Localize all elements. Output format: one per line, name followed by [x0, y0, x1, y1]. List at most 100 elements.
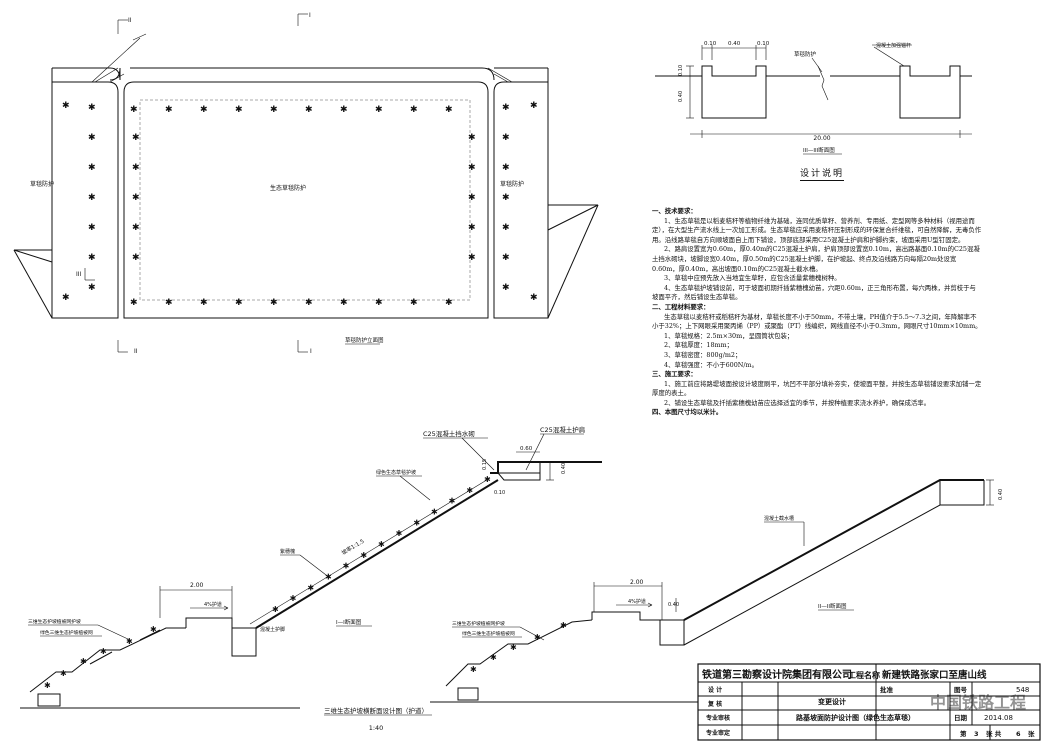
tb-project: 新建铁路张家口至唐山线 — [882, 669, 987, 681]
tb-project-label: 工程名称 — [848, 670, 880, 680]
plan-edge-flares — [13, 204, 599, 263]
note-line: 3、草毯中应预先放入当地宜生草籽，应包含适量紫穗槐树种。 — [664, 274, 841, 283]
tb-drawing-no-label: 图号 — [954, 685, 968, 694]
tb-date: 2014.08 — [984, 714, 1013, 722]
plant-symbol: ✱ — [80, 657, 87, 666]
plan-center-panel — [123, 81, 489, 319]
dim-top-a: 0.10 — [704, 41, 717, 47]
sec1-berm-slope: 4%护道 — [204, 601, 222, 608]
plant-symbol: ✱ — [88, 133, 96, 143]
plan-outline-top — [52, 67, 548, 81]
plant-symbol: ✱ — [88, 163, 96, 173]
sec2-trough-label: 混凝土截水槽 — [764, 515, 794, 522]
plant-symbol: ✱ — [270, 298, 278, 308]
slope-plant-symbols: ✱✱✱✱✱✱✱✱✱✱✱✱✱✱✱✱✱✱✱✱✱✱✱✱ — [44, 475, 567, 690]
note-line: 2、铺设生态草毯及扦插紫穗槐幼苗应选择适宜的季节，并按种植要求浇水养护，确保成活… — [664, 398, 931, 407]
section-marker-ii-bottom: II — [117, 340, 138, 355]
sec2-caption: II—II断面图 — [818, 602, 847, 610]
tb-row-check: 复 核 — [707, 700, 722, 708]
plant-symbol: ✱ — [468, 253, 476, 263]
marker-label: I — [310, 348, 312, 355]
plant-symbol: ✱ — [200, 105, 208, 115]
title-block: 铁道第三勘察设计院集团有限公司 工程名称 新建铁路张家口至唐山线 设 计 复 核… — [697, 663, 1041, 741]
plant-symbols: ✱✱✱✱✱✱✱✱✱✱✱✱✱✱✱✱✱✱✱✱✱✱✱✱✱✱✱✱✱✱✱✱✱✱✱✱✱✱✱✱… — [62, 101, 538, 308]
tb-sheet-prefix: 第 — [960, 729, 967, 738]
plant-symbol: ✱ — [470, 665, 477, 674]
tb-row-design: 设 计 — [708, 686, 722, 694]
plant-symbol: ✱ — [88, 253, 96, 263]
tb-approve: 批准 — [880, 685, 894, 694]
sec2-dim-040: 0.40 — [668, 602, 679, 608]
plant-symbol: ✱ — [466, 486, 473, 495]
dim-top-b: 0.40 — [728, 41, 741, 47]
sec1-dim-015: 0.15 — [482, 459, 488, 470]
plant-symbol: ✱ — [502, 253, 510, 263]
plant-symbol: ✱ — [445, 298, 453, 308]
tb-sheet-mid: 张 共 — [986, 729, 1002, 738]
plant-symbol: ✱ — [375, 105, 383, 115]
plant-symbol: ✱ — [375, 298, 383, 308]
note-line: 2、草毯厚度：18mm； — [664, 341, 734, 350]
sec2-berm-slope: 4%护道 — [628, 598, 646, 605]
sec2-label-a: 三维生态护坡植被网护坡 — [452, 620, 505, 627]
tb-company: 铁道第三勘察设计院集团有限公司 — [702, 668, 852, 681]
tb-sheet-no: 3 — [974, 730, 979, 738]
sec1-c25-shoulder: C25混凝土护肩 — [540, 425, 585, 434]
plant-symbol: ✱ — [62, 101, 70, 111]
tb-date-label: 日期 — [954, 713, 968, 722]
plant-symbol: ✱ — [126, 637, 133, 646]
plant-symbol: ✱ — [88, 283, 96, 293]
bottom-title: 三维生态护坡横断面设计图（护道） — [324, 706, 428, 715]
plant-symbol: ✱ — [235, 105, 243, 115]
watermark: 中国铁路工程 — [930, 693, 1026, 712]
plan-center-label: 生态草毯防护 — [270, 184, 306, 192]
plant-symbol: ✱ — [502, 283, 510, 293]
detail-concrete-label: 混凝土加强锚杆 — [876, 42, 911, 49]
plant-symbol: ✱ — [325, 573, 332, 582]
dim-top-c: 0.10 — [757, 41, 770, 47]
plant-symbol: ✱ — [560, 621, 567, 630]
plant-symbol: ✱ — [378, 540, 385, 549]
detail-iii-section: 0.10 0.40 0.10 0.10 0.40 20.00 草毯防护 混凝土加… — [655, 41, 972, 155]
section-i-i: C25混凝土挡水砌 C25混凝土护肩 0.60 0.40 0.15 0.10 绿… — [20, 425, 602, 709]
note-line: 生态草毯以麦秸秆或稻秸秆为基材，草毯长度不小于50mm，不带土壤，PH值介于5.… — [652, 312, 982, 331]
plant-symbol: ✱ — [88, 193, 96, 203]
sec2-berm-width: 2.00 — [630, 579, 644, 586]
plant-symbol: ✱ — [305, 298, 313, 308]
marker-label: III — [76, 271, 82, 278]
plant-symbol: ✱ — [468, 193, 476, 203]
tb-sheet-suffix: 张 — [1028, 729, 1035, 738]
plant-symbol: ✱ — [502, 163, 510, 173]
plant-symbol: ✱ — [449, 497, 456, 506]
plant-symbol: ✱ — [468, 223, 476, 233]
plant-symbol: ✱ — [340, 105, 348, 115]
plant-symbol: ✱ — [502, 133, 510, 143]
detail-caption: III—III断面图 — [803, 146, 835, 154]
sec1-dim-010: 0.10 — [494, 490, 505, 496]
sec1-dim-060: 0.60 — [520, 446, 533, 452]
plant-symbol: ✱ — [132, 193, 140, 203]
section-marker-iii: III — [76, 268, 95, 281]
sec1-berm-width: 2.00 — [190, 582, 204, 589]
marker-label: I — [309, 12, 311, 19]
note-line: 1、草毯规格：2.5m×30m，呈圆筒状包装； — [664, 331, 794, 340]
note-heading: 一、技术要求： — [652, 207, 697, 215]
section-marker-i-bottom: I — [297, 340, 312, 355]
plant-symbol: ✱ — [305, 105, 313, 115]
note-heading: 三、施工要求： — [652, 370, 697, 379]
sec1-caption: I—I断面图 — [336, 618, 362, 626]
tb-row-review: 专业审核 — [706, 714, 730, 722]
plan-left-label: 草毯防护 — [30, 180, 54, 188]
plant-symbol: ✱ — [165, 298, 173, 308]
plan-right-strip — [493, 68, 549, 319]
plant-symbol: ✱ — [272, 605, 279, 614]
plant-symbol: ✱ — [468, 163, 476, 173]
note-line: 1、施工前应将路堤坡面按设计坡度刷平，坑凹不平部分填补夯实，使坡面平整，并按生态… — [652, 379, 982, 398]
plant-symbol: ✱ — [343, 562, 350, 571]
plant-symbol: ✱ — [502, 103, 510, 113]
note-heading: 四、本图尺寸均以米计。 — [652, 408, 723, 417]
plant-symbol: ✱ — [62, 293, 70, 303]
plant-symbol: ✱ — [100, 647, 107, 656]
detail-grass-label: 草毯防护 — [794, 50, 817, 58]
